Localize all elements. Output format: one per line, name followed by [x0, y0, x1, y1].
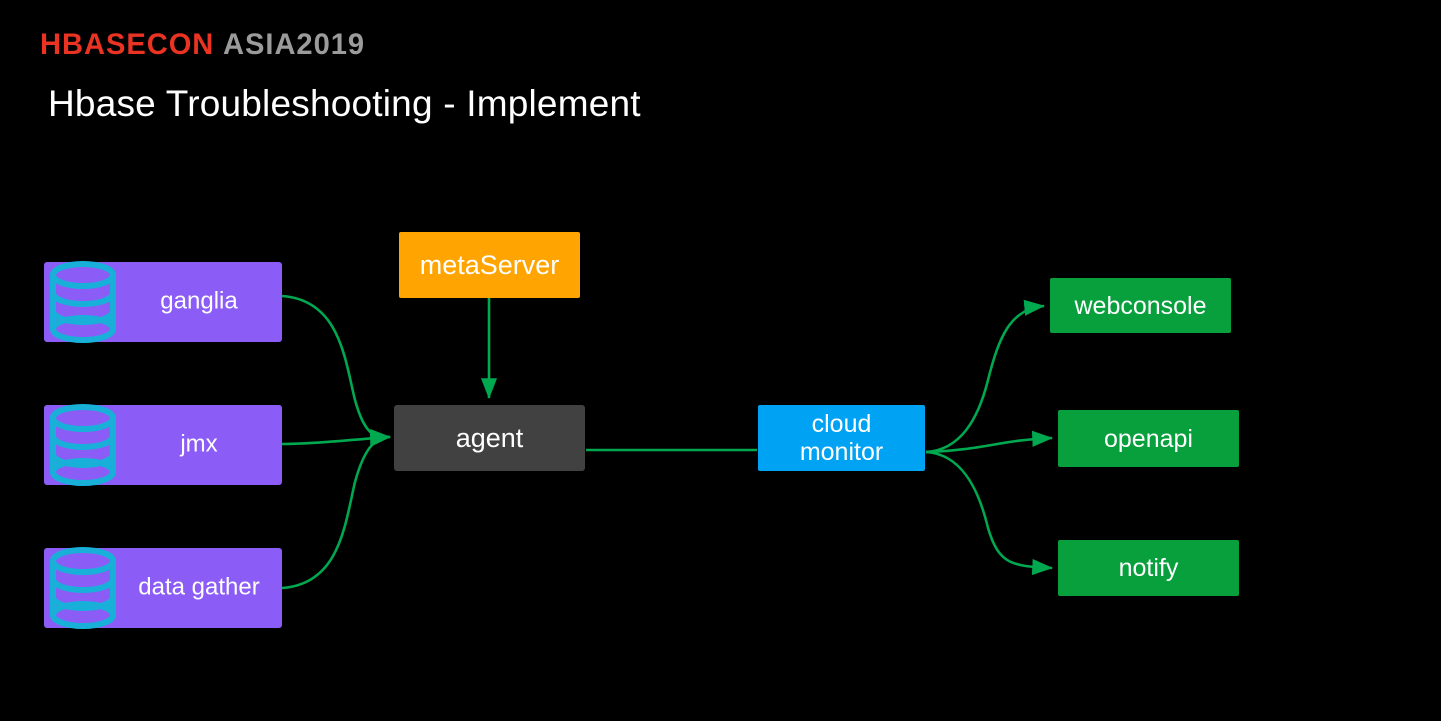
logo-asia2019-text: ASIA2019 — [223, 28, 366, 61]
node-metaserver[interactable]: metaServer — [399, 232, 580, 298]
edge-jmx-to-agent — [281, 430, 392, 447]
node-ganglia[interactable]: ganglia — [44, 260, 282, 344]
node-notify[interactable]: notify — [1058, 540, 1239, 596]
edge-cloud-monitor-to-openapi — [925, 430, 1054, 454]
edge-data-gather-to-agent — [281, 430, 392, 590]
node-label-webconsole: webconsole — [1074, 291, 1207, 320]
node-label-agent: agent — [455, 422, 524, 453]
node-label-openapi: openapi — [1104, 424, 1193, 453]
edge-cloud-monitor-to-webconsole — [925, 299, 1046, 454]
node-label-notify: notify — [1118, 554, 1179, 582]
database-cylinder-icon — [47, 260, 119, 344]
edge-cloud-monitor-to-notify — [925, 450, 1054, 576]
node-webconsole[interactable]: webconsole — [1050, 278, 1231, 333]
node-label-metaserver: metaServer — [419, 249, 560, 280]
node-label-ganglia: ganglia — [160, 287, 238, 315]
node-jmx[interactable]: jmx — [44, 403, 282, 487]
node-cloud-monitor[interactable]: cloud monitor — [758, 405, 925, 471]
node-agent[interactable]: agent — [394, 405, 585, 471]
page-title: Hbase Troubleshooting - Implement — [48, 83, 641, 124]
database-cylinder-icon — [47, 546, 119, 630]
database-cylinder-icon — [47, 403, 119, 487]
node-label-jmx: jmx — [180, 430, 218, 458]
logo-hbasecon-text: HBASECON — [40, 28, 215, 61]
node-data-gather[interactable]: data gather — [44, 546, 282, 630]
node-label-cloud-monitor-line1: cloud — [811, 410, 872, 438]
node-openapi[interactable]: openapi — [1058, 410, 1239, 467]
node-label-data-gather: data gather — [138, 573, 260, 601]
node-label-cloud-monitor-line2: monitor — [799, 438, 884, 466]
edge-ganglia-to-agent — [281, 294, 392, 446]
